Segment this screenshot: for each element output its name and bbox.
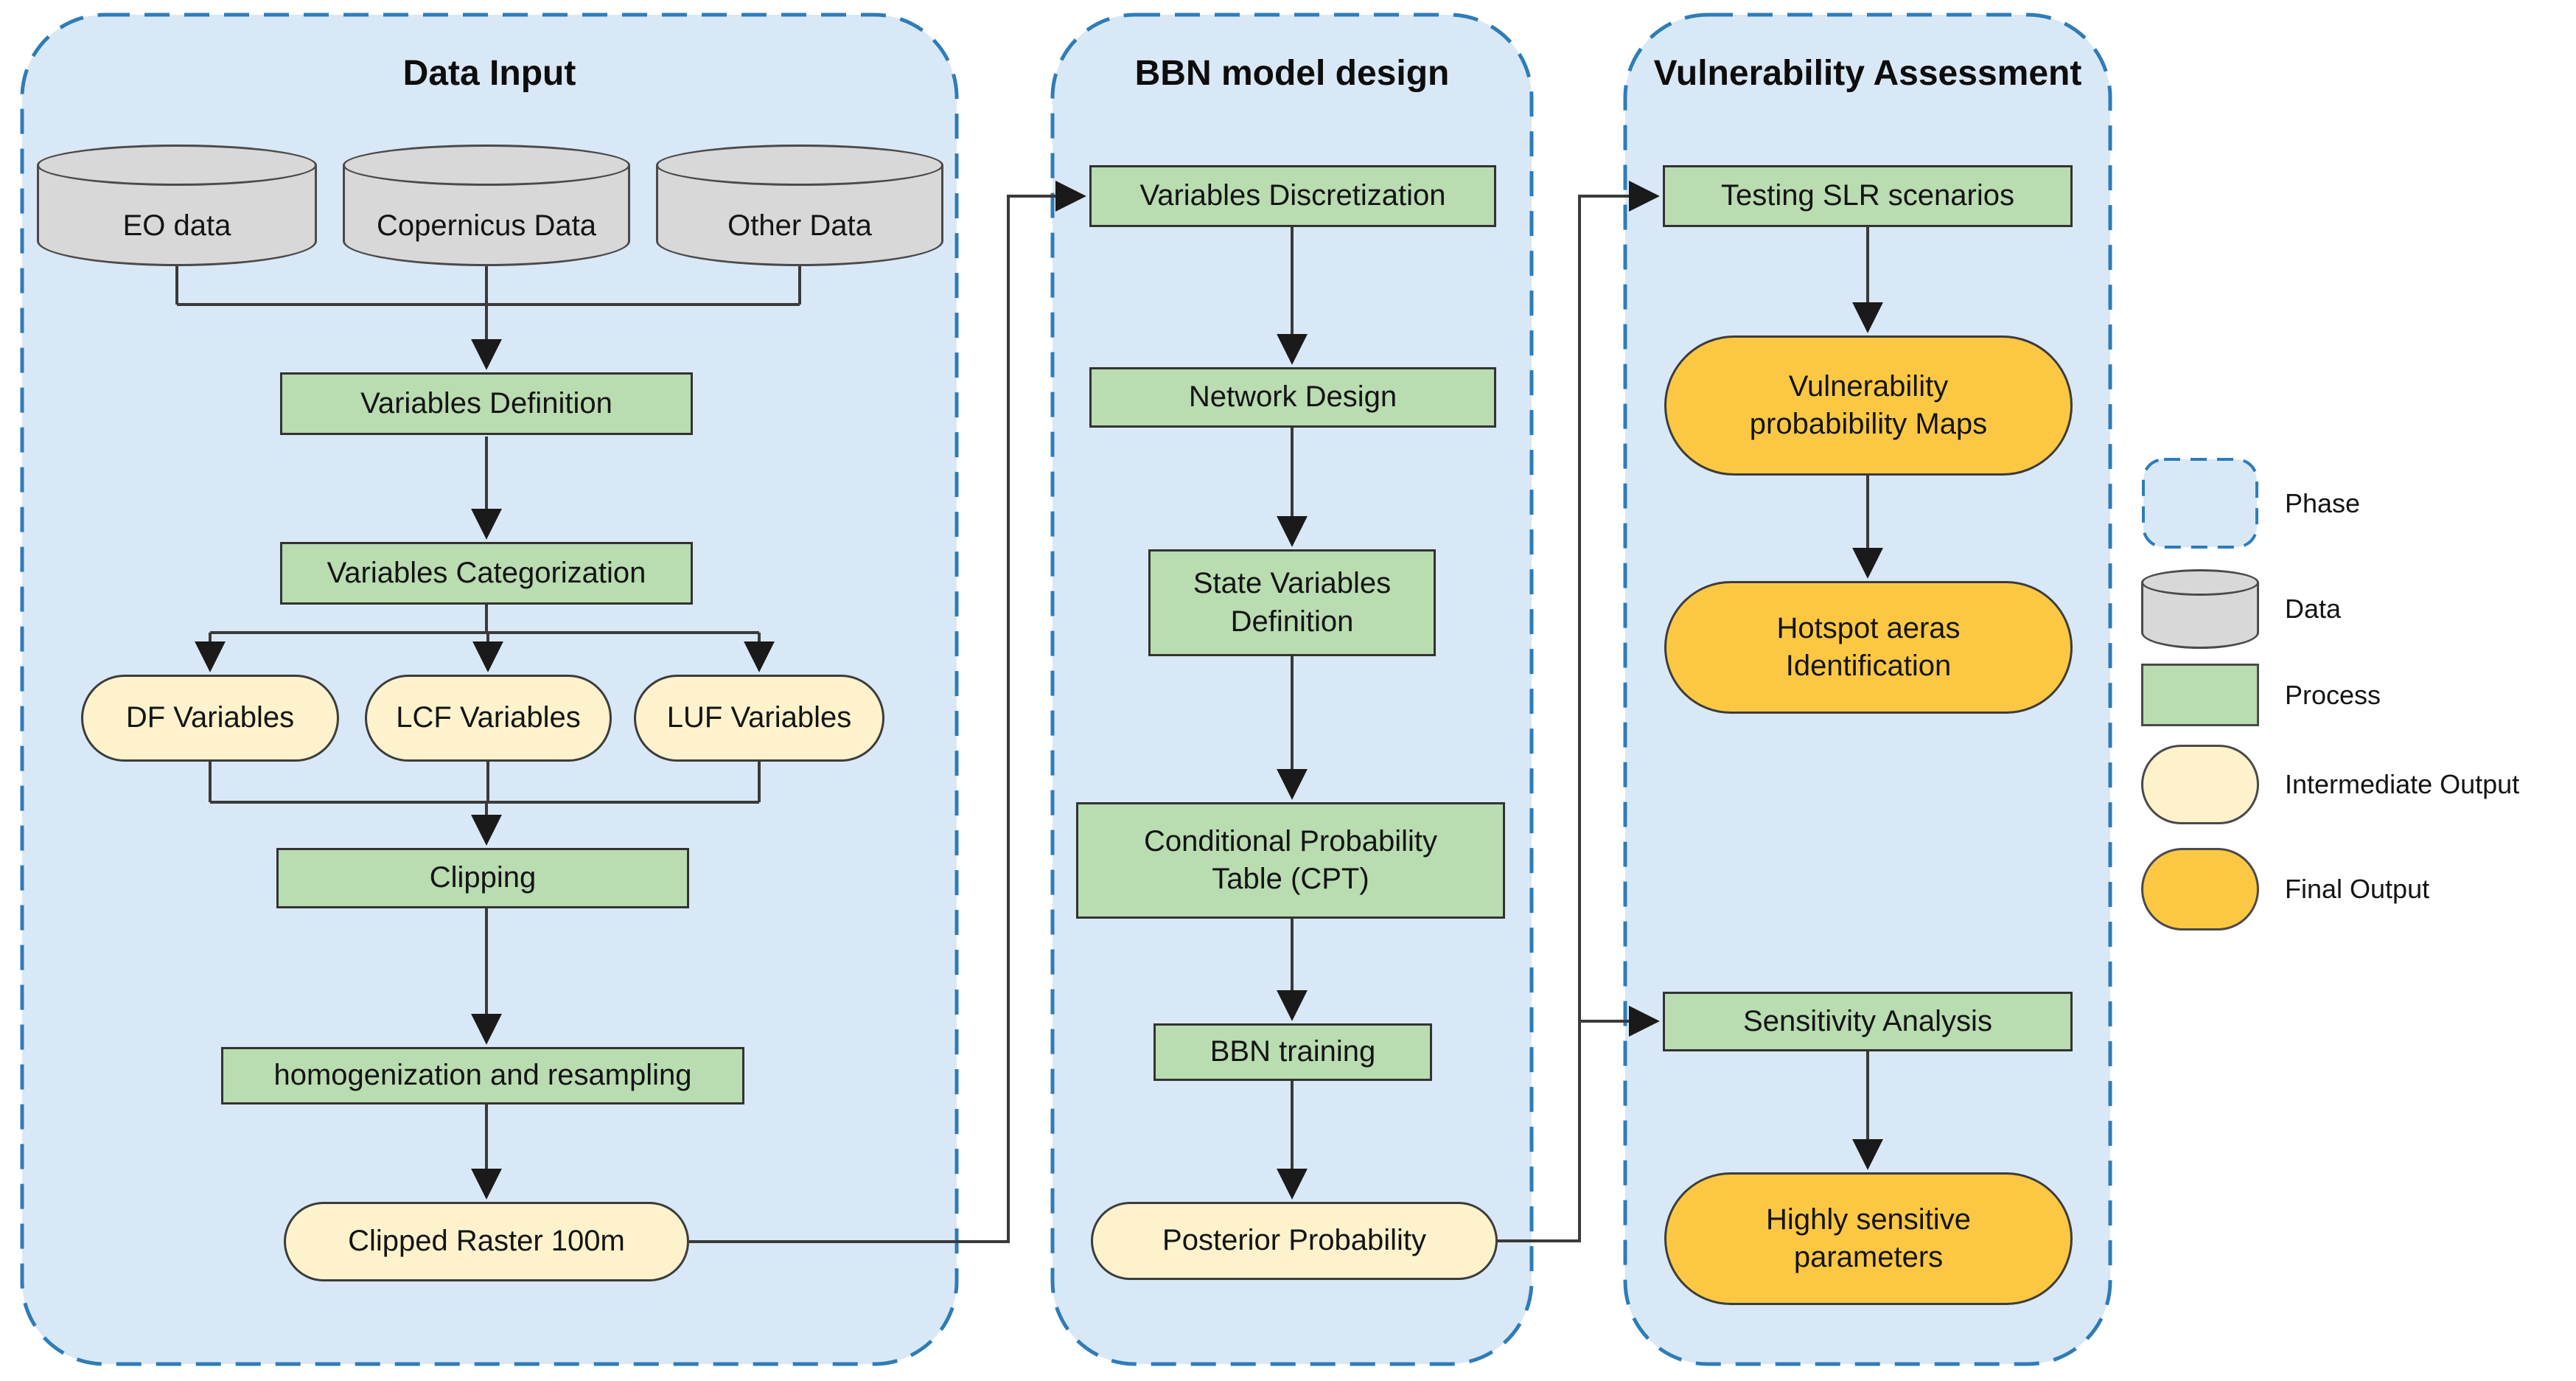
cylinder-top-ellipse	[656, 145, 943, 186]
cylinder-label: Copernicus Data	[377, 209, 596, 242]
node-variables-definition: Variables Definition	[280, 372, 693, 435]
node-clipped-raster: Clipped Raster 100m	[284, 1202, 689, 1281]
legend-process-swatch	[2141, 664, 2259, 726]
node-lcf-variables: LCF Variables	[365, 675, 612, 762]
legend-label-data: Data	[2285, 594, 2342, 624]
legend-intermediate-swatch	[2141, 745, 2259, 824]
phase-title-va: Vulnerability Assessment	[1653, 54, 2082, 93]
node-testing-slr-scenarios: Testing SLR scenarios	[1663, 165, 2073, 227]
legend-label-intermediate: Intermediate Output	[2285, 769, 2520, 799]
connector-cylinders-bus	[175, 264, 801, 306]
cylinder-eo-data: EO data	[37, 145, 317, 266]
connector-categorization-split-bus	[210, 605, 759, 634]
node-df-variables: DF Variables	[81, 675, 339, 762]
cylinder-top-ellipse	[343, 145, 630, 186]
node-sensitivity-analysis: Sensitivity Analysis	[1663, 992, 2073, 1051]
phase-swatch-icon	[2142, 458, 2258, 549]
phase-title-bbn: BBN model design	[1134, 54, 1450, 93]
node-state-variables-definition: State Variables Definition	[1148, 549, 1436, 656]
node-homogenization: homogenization and resampling	[221, 1047, 744, 1105]
cylinder-copernicus-data: Copernicus Data	[343, 145, 630, 266]
node-highly-sensitive-parameters: Highly sensitive parameters	[1664, 1172, 2073, 1305]
node-luf-variables: LUF Variables	[634, 675, 884, 762]
node-network-design: Network Design	[1089, 367, 1496, 428]
node-cpt: Conditional Probability Table (CPT)	[1076, 802, 1505, 919]
node-hotspot-areas-identification: Hotspot aeras Identification	[1664, 581, 2073, 714]
legend-phase-swatch	[2141, 457, 2259, 549]
cylinder-other-data: Other Data	[656, 145, 943, 266]
node-vulnerability-probability-maps: Vulnerability probabibility Maps	[1664, 335, 2073, 476]
legend-label-final: Final Output	[2285, 874, 2430, 904]
node-posterior-probability: Posterior Probability	[1091, 1202, 1498, 1280]
connector-raster-to-discretization	[689, 181, 1086, 1243]
legend-label-process: Process	[2285, 679, 2381, 710]
cylinder-label: Other Data	[727, 209, 872, 242]
cylinder-top-ellipse	[37, 145, 317, 186]
cylinder-label: EO data	[122, 209, 231, 242]
connector-variables-collect-bus	[209, 762, 761, 804]
node-variables-categorization: Variables Categorization	[280, 542, 693, 605]
node-bbn-training: BBN training	[1153, 1023, 1432, 1081]
phase-title-data-input: Data Input	[402, 54, 576, 93]
cylinder-top-ellipse	[2141, 569, 2259, 596]
connector-posterior-to-testing-slr	[1498, 181, 1660, 1242]
legend-data-swatch	[2141, 569, 2259, 649]
node-variables-discretization: Variables Discretization	[1089, 165, 1496, 227]
node-clipping: Clipping	[276, 848, 689, 908]
legend-final-swatch	[2141, 848, 2259, 930]
legend-label-phase: Phase	[2285, 487, 2361, 518]
